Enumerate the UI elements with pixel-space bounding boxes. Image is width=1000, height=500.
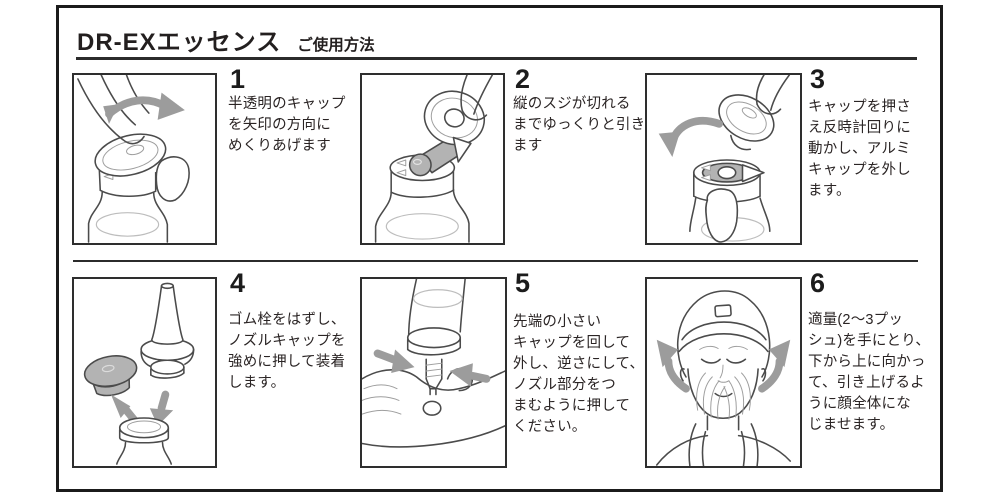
step-2-number: 2 bbox=[515, 64, 531, 94]
counterclockwise-arrow-icon bbox=[658, 116, 724, 158]
rubber-stopper bbox=[83, 355, 138, 397]
pinch-arrows-icon bbox=[373, 349, 491, 387]
header: DR-EXエッセンス ご使用方法 bbox=[77, 22, 375, 57]
step-6-illustration-box bbox=[645, 277, 802, 468]
step-6-number: 6 bbox=[810, 268, 826, 298]
step-6-text: 適量(2～3プッ シュ)を手にとり、 下から上に向かっ て、引き上げるよ うに顔… bbox=[808, 312, 931, 433]
flip-direction-arrow-icon bbox=[103, 92, 185, 124]
step-2-illustration-box bbox=[360, 73, 505, 245]
page-subtitle: ご使用方法 bbox=[297, 37, 375, 54]
step-3-illustration-box bbox=[645, 73, 802, 245]
upward-stroke-arrows-icon bbox=[656, 339, 791, 393]
step-3-number: 3 bbox=[810, 64, 826, 94]
dispense-on-hand-illustration bbox=[362, 279, 505, 448]
step-4-text: ゴム栓をはずし、 ノズルキャップを 強めに押して装着 します。 bbox=[228, 312, 346, 391]
pull-tab-illustration bbox=[374, 75, 494, 243]
apply-to-face-illustration bbox=[655, 290, 792, 466]
step-4-number: 4 bbox=[230, 268, 246, 298]
step-2-text: 縦のスジが切れる までゆっくりと引き ます bbox=[513, 96, 646, 154]
step-1-text: 半透明のキャップ を矢印の方向に めくりあげます bbox=[228, 96, 346, 154]
step-5-number: 5 bbox=[515, 268, 531, 298]
remove-attach-arrows-icon bbox=[110, 390, 174, 426]
step-5-text: 先端の小さい キャップを回して 外し、逆さにして、 ノズル部分をつ まむように押… bbox=[513, 314, 645, 435]
step-4-illustration-box bbox=[72, 277, 217, 468]
twist-cap-illustration bbox=[658, 75, 791, 243]
lift-cap-illustration bbox=[77, 75, 190, 243]
row-divider bbox=[73, 260, 918, 262]
step-1-number: 1 bbox=[230, 64, 246, 94]
page-title: DR-EXエッセンス bbox=[77, 29, 282, 56]
stopper-nozzle-illustration bbox=[83, 282, 195, 465]
step-5-illustration-box bbox=[360, 277, 507, 468]
title-underline bbox=[76, 57, 917, 60]
step-3-text: キャップを押さ え反時計回りに 動かし、アルミ キャップを外し ます。 bbox=[808, 99, 911, 199]
step-1-illustration-box bbox=[72, 73, 217, 245]
